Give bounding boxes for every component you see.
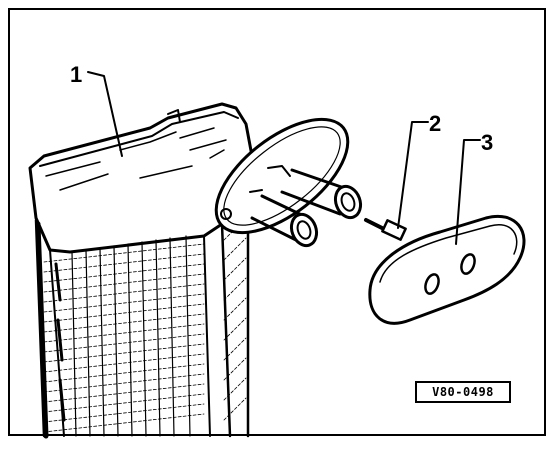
- coolant-pipes: [249, 165, 363, 248]
- pipe-flange: [214, 117, 350, 235]
- cover-outline: [368, 214, 526, 325]
- leader-line-3: [455, 139, 481, 245]
- callout-label-2: 2: [429, 111, 442, 136]
- leader-lines: [87, 71, 481, 245]
- callout-label-3: 3: [481, 130, 494, 155]
- reference-code-label: V80-0498: [415, 381, 511, 403]
- callout-label-1: 1: [70, 62, 83, 87]
- leader-line-1: [87, 71, 123, 157]
- screw: [364, 218, 407, 241]
- cover-hole-2: [460, 253, 476, 275]
- figure-frame: [8, 8, 546, 436]
- cover-seal: [368, 214, 526, 325]
- leader-line-2: [397, 121, 429, 229]
- cover-hole-1: [424, 273, 440, 295]
- flange-plate: [214, 117, 350, 235]
- heater-core: [28, 102, 254, 439]
- screw-head: [381, 219, 407, 241]
